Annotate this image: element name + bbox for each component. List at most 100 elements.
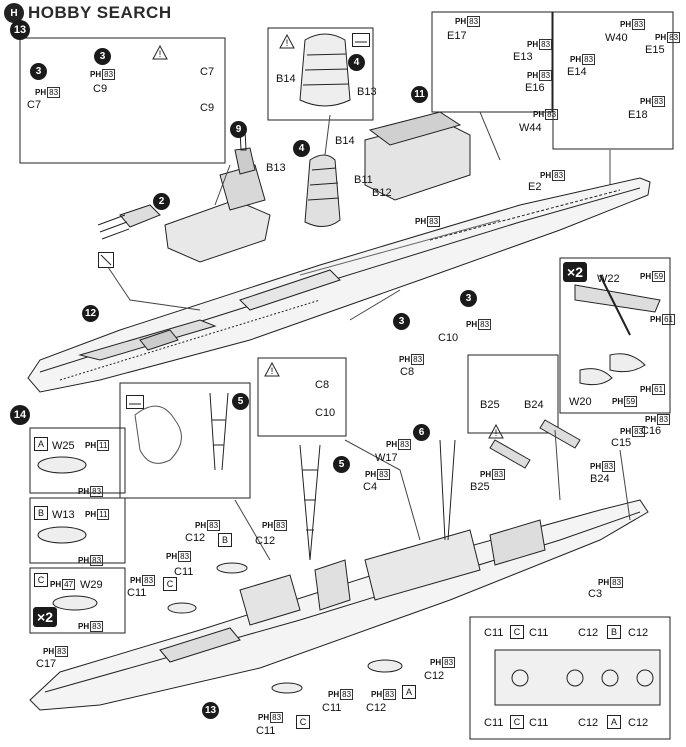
part-label: E15	[645, 44, 665, 56]
svg-text:!: !	[159, 49, 162, 59]
subassembly-3-badge: 3	[393, 313, 410, 330]
part-label: C9	[200, 102, 215, 114]
subassembly-5-badge: 5	[232, 393, 249, 410]
boats	[37, 456, 403, 694]
subassembly-2-badge: 2	[153, 193, 170, 210]
boat-variant-a: A	[402, 685, 416, 699]
subassembly-3-badge: 3	[460, 290, 477, 307]
part-label: E17	[447, 30, 467, 42]
part-label: B24	[590, 473, 610, 485]
subassembly-3-badge: 3	[30, 63, 47, 80]
part-label: E13	[513, 51, 533, 63]
boat-variant-a: A	[607, 715, 621, 729]
part-label: B24	[524, 399, 544, 411]
part-label: E2	[528, 181, 542, 193]
warning-icon: !	[488, 424, 504, 439]
boat-variant-c: C	[163, 577, 177, 591]
part-label: C12	[578, 627, 599, 639]
svg-text:!: !	[286, 38, 289, 48]
boat-variant-b: B	[607, 625, 621, 639]
watermark: H HOBBY SEARCH	[4, 3, 172, 23]
step-13-badge: 13	[10, 20, 30, 40]
quantity-x2-badge: ×2	[33, 607, 57, 627]
part-label: C15	[611, 437, 632, 449]
part-label: E18	[628, 109, 648, 121]
part-label: C4	[363, 481, 378, 493]
hull-step13	[27, 177, 651, 393]
part-label: C11	[127, 587, 147, 599]
boat-variant-b: B	[34, 506, 48, 520]
part-label: C12	[424, 670, 445, 682]
part-label: C10	[438, 332, 459, 344]
step-14-badge: 14	[10, 405, 30, 425]
part-label: B11	[354, 174, 373, 186]
part-label: B25	[470, 481, 490, 493]
part-label: C11	[174, 566, 194, 578]
masts	[209, 392, 456, 561]
boat-variant-c: C	[510, 625, 524, 639]
part-label: W17	[375, 452, 398, 464]
part-label: C12	[185, 532, 206, 544]
part-label: B25	[480, 399, 500, 411]
scribble-illustration	[134, 405, 182, 464]
watermark-text: HOBBY SEARCH	[28, 3, 172, 22]
boat-variant-a: A	[34, 437, 48, 451]
subassembly-4-badge: 4	[293, 140, 310, 157]
part-label: B13	[357, 86, 377, 98]
warning-icon: !	[279, 34, 295, 49]
hull-orientation-icon	[126, 395, 144, 409]
boat-variant-c: C	[34, 573, 48, 587]
hull-orientation-icon	[352, 33, 370, 47]
quantity-x2-badge: ×2	[563, 262, 587, 282]
funnel	[299, 33, 351, 227]
diagonal-arrow-icon	[98, 252, 114, 268]
leader-lines	[99, 111, 631, 561]
seaplane	[574, 274, 661, 386]
warning-icon: !	[152, 45, 168, 60]
part-label: C9	[93, 83, 108, 95]
part-label: W25	[52, 440, 75, 452]
part-label: W20	[569, 396, 592, 408]
small-planes	[489, 419, 581, 469]
part-label: C11	[529, 717, 549, 729]
part-label: C12	[366, 702, 387, 714]
subassembly-13-badge: 13	[202, 702, 219, 719]
part-label: E16	[525, 82, 545, 94]
subassembly-3-badge: 3	[94, 48, 111, 65]
subassembly-9-badge: 9	[230, 121, 247, 138]
hull-step14	[29, 499, 649, 711]
part-label: E14	[567, 66, 587, 78]
boat-variant-c: C	[296, 715, 310, 729]
part-label: W29	[80, 579, 103, 591]
part-label: W22	[597, 273, 620, 285]
